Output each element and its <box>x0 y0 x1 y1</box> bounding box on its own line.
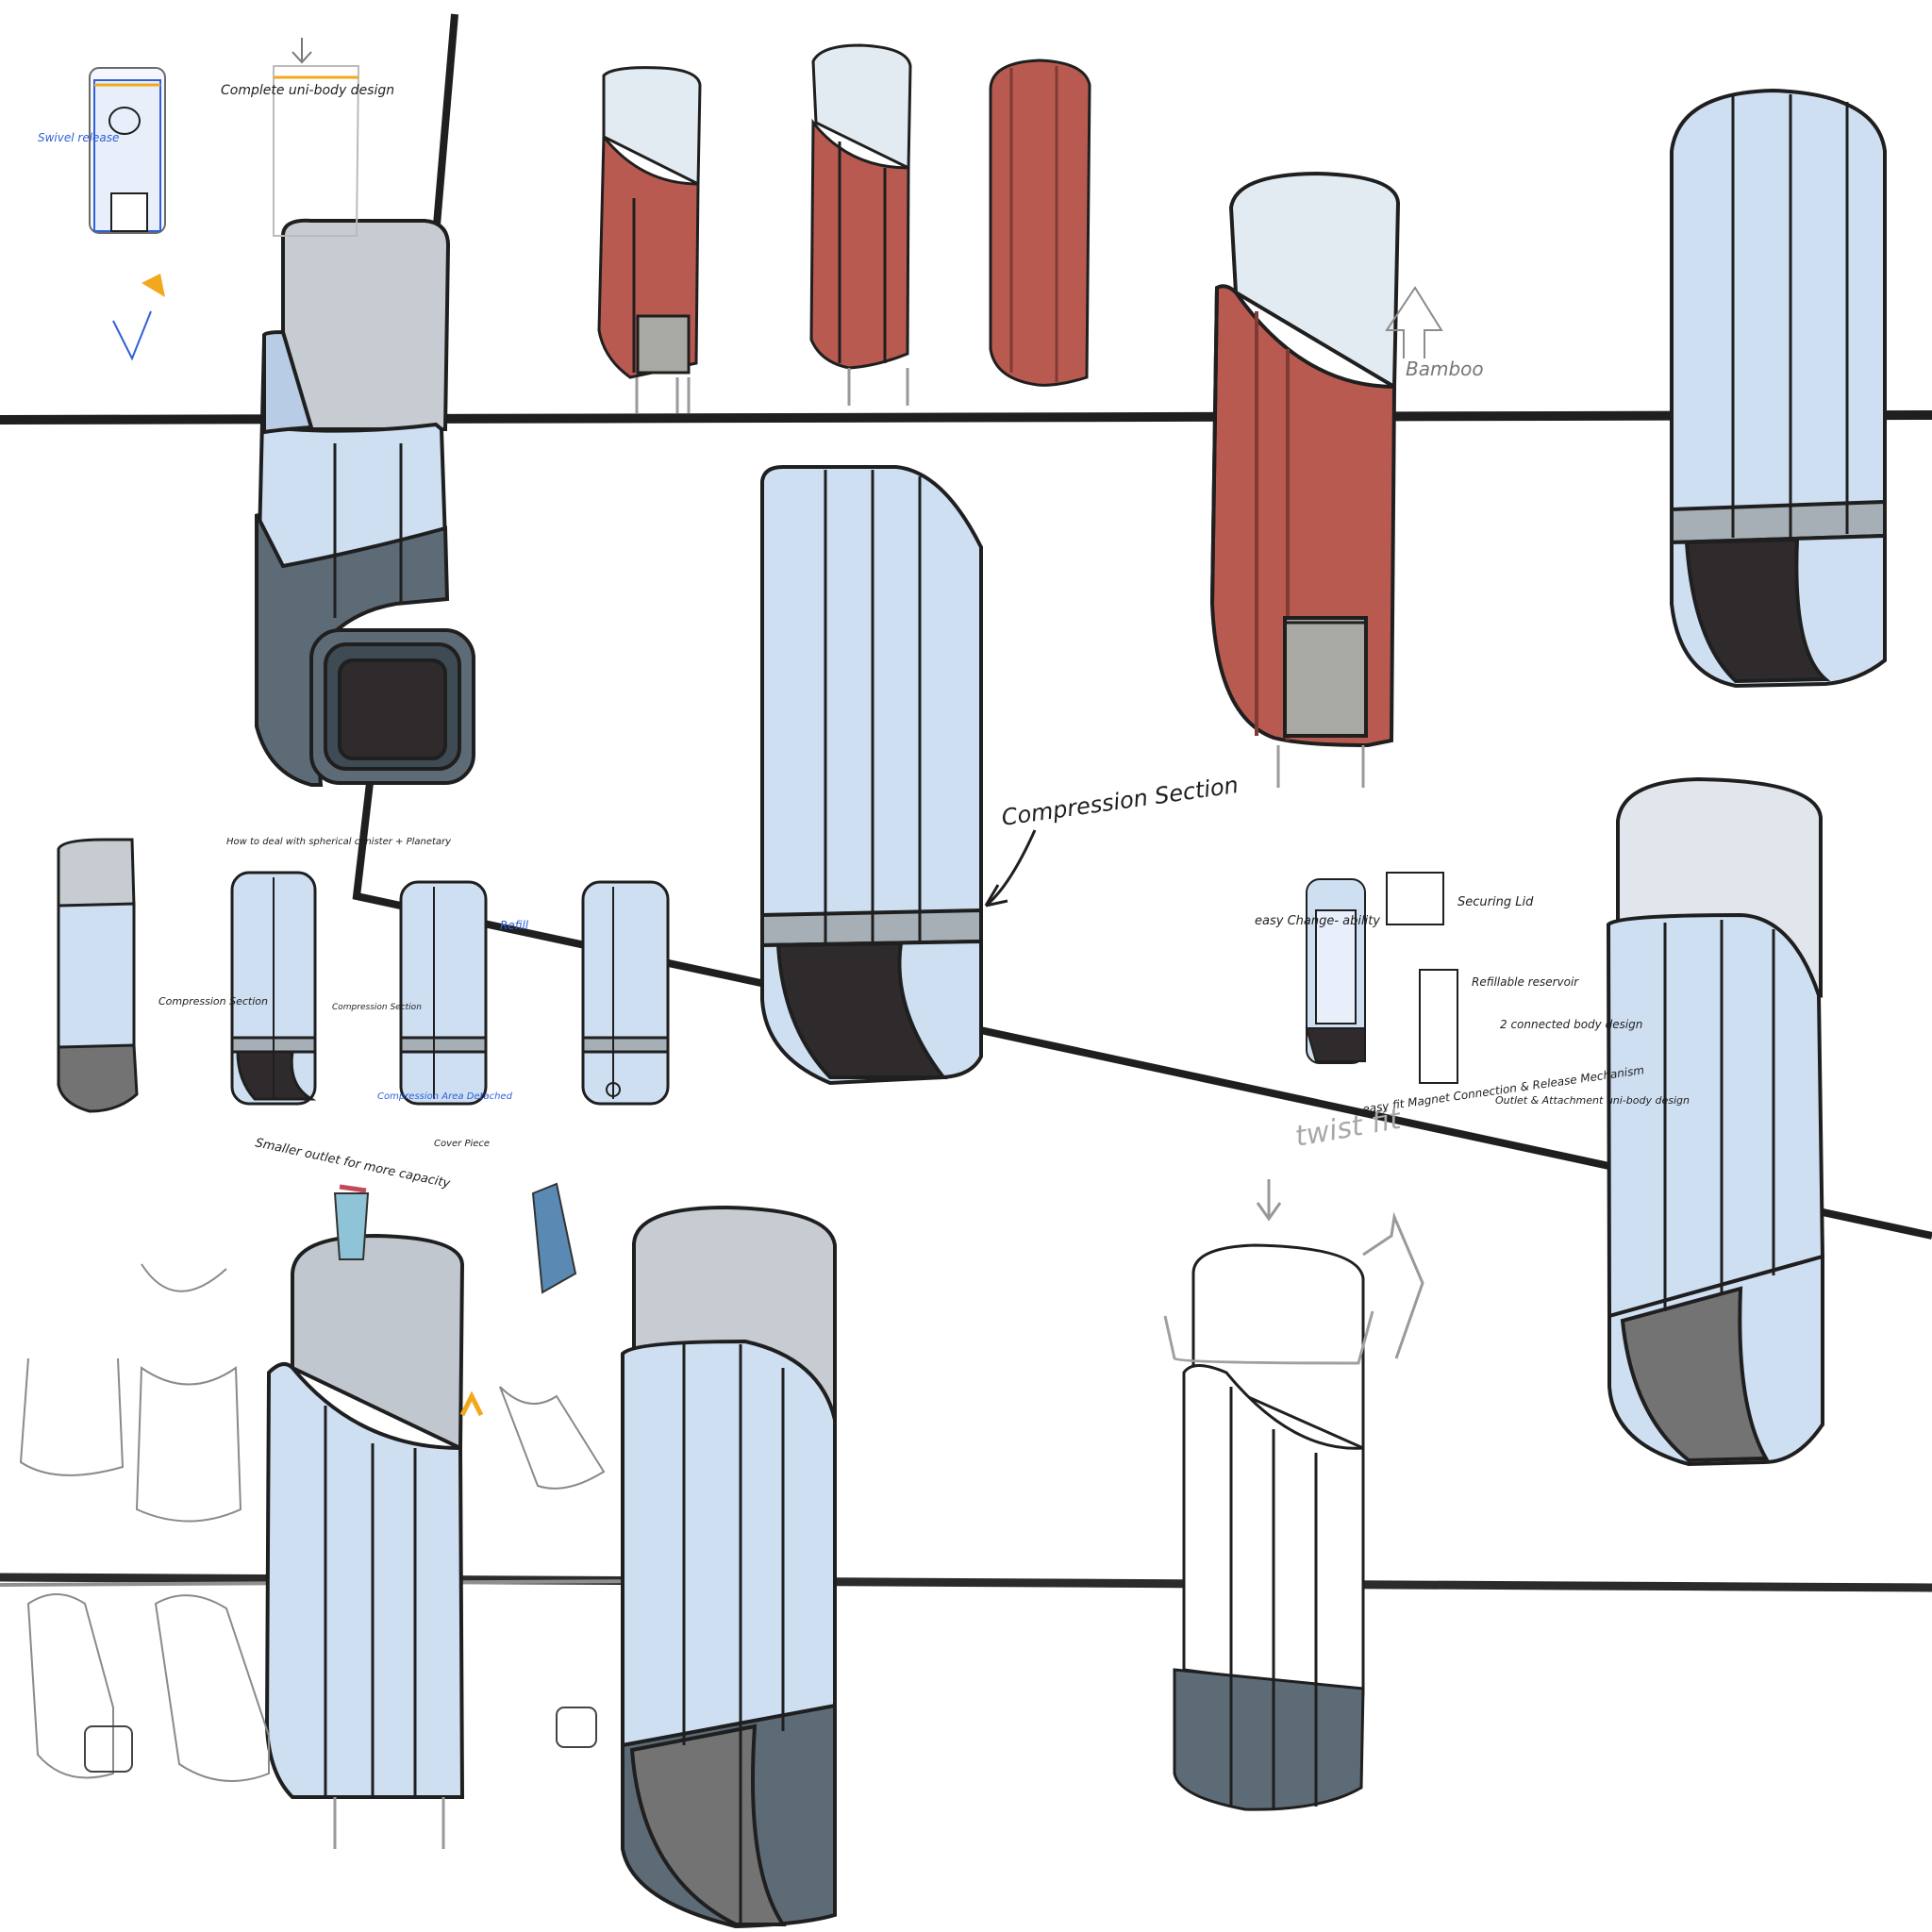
compression-detached-label: Compression Area Detached <box>377 1091 513 1102</box>
inhaler-sketch-blue-tall-topright <box>1670 88 1887 689</box>
inhaler-sketch-bottom-middle <box>621 1205 837 1929</box>
connected-body-label: 2 connected body design <box>1500 1018 1642 1031</box>
refill-label: Refill <box>500 919 529 932</box>
securing-lid-label: Securing Lid <box>1457 895 1534 909</box>
inhaler-sketch-blue-slanted-right <box>1606 776 1825 1467</box>
magnet-connection-label: easy fit Magnet Connection & Release Mec… <box>1361 1063 1644 1116</box>
cover-piece-label: Cover Piece <box>434 1139 490 1149</box>
concept-row-mini: Compression Section Compression Section … <box>57 837 670 1191</box>
inhaler-sketch-small-sealed <box>989 58 1091 387</box>
compression-section-label: Compression Section <box>1000 772 1240 831</box>
inhaler-sketch-small-full-window <box>809 43 912 406</box>
swivel-release-label: Swivel release <box>38 131 119 144</box>
easy-change-label: easy Change- ability <box>1255 914 1380 928</box>
pencil-sketches-bottomleft <box>19 1182 606 1782</box>
inhaler-sketch-twist-fit-outline: twist fit <box>1163 1103 1424 1811</box>
outlet-uni-body-label: Outlet & Attachment uni-body design <box>1495 1094 1690 1107</box>
refillable-reservoir-label: Refillable reservoir <box>1472 975 1579 989</box>
concept-notes-topleft: Complete uni-body design Swivel release <box>38 38 394 361</box>
bamboo-label: Bamboo <box>1406 358 1484 380</box>
compression-small-label: Compression Section <box>158 995 268 1008</box>
inhaler-sketch-terracotta-large: Bamboo <box>1209 171 1484 788</box>
inhaler-sketch-centre-compression: Compression Section <box>760 465 1240 1086</box>
smaller-outlet-label: Smaller outlet for more capacity <box>254 1136 452 1191</box>
how-to-deal-label: How to deal with spherical canister + Pl… <box>226 837 452 847</box>
complete-uni-body-label: Complete uni-body design <box>221 83 394 98</box>
inhaler-sketch-bottom-left <box>264 1233 465 1849</box>
inhaler-sketch-small-cut-window <box>597 66 702 413</box>
compression-section-2-label: Compression Section <box>332 1003 422 1012</box>
inhaler-sketch-slate-mouthpiece <box>254 218 475 787</box>
